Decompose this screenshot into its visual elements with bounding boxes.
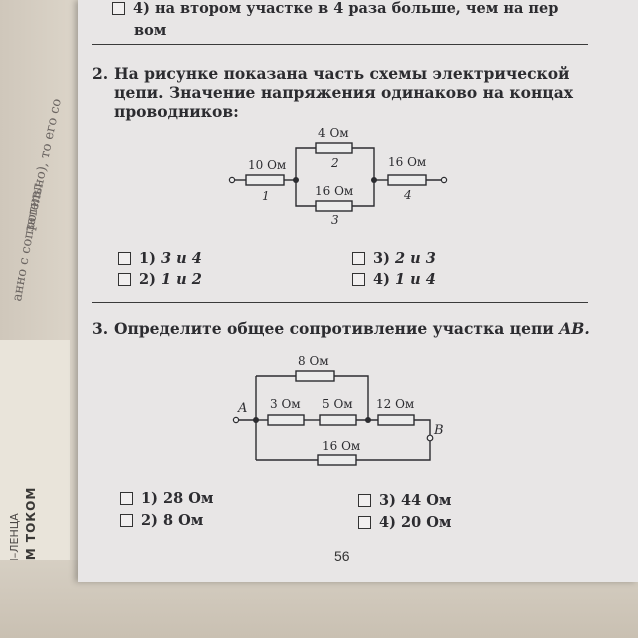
q2-r2-index: 2 (330, 156, 339, 170)
q3-node-b-label: B (433, 423, 444, 438)
checkbox[interactable] (358, 494, 371, 507)
q2-option-3[interactable]: 3) 2 и 3 (352, 250, 436, 267)
checkbox[interactable] (118, 273, 131, 286)
q2-r1-index: 1 (262, 189, 270, 203)
q3-top-label: 8 Ом (298, 354, 329, 368)
q3-resistor-mid-2 (319, 414, 357, 426)
q2-circuit-diagram: 10 Ом 1 4 Ом 2 16 Ом 3 16 Ом 4 (228, 126, 448, 227)
q3-node-mid (365, 417, 371, 423)
q2-line-2: цепи. Значение напряжения одинаково на к… (114, 83, 574, 102)
q3-terminal-b (426, 434, 434, 442)
q2-option-4[interactable]: 4) 1 и 4 (352, 271, 436, 288)
divider (92, 302, 588, 303)
q3-option-4[interactable]: 4) 20 Ом (358, 514, 451, 531)
q3-resistor-top (295, 370, 335, 382)
q3-resistor-bottom (317, 454, 357, 466)
q2-resistor-2 (315, 142, 353, 154)
q2-r3-index: 3 (331, 213, 339, 227)
q2-terminal-right (440, 176, 448, 184)
q2-r4-index: 4 (403, 188, 412, 202)
q2-node-left (293, 177, 299, 183)
q3-node-a-label: A (237, 401, 247, 416)
q2-number: 2. (92, 64, 109, 83)
q3-mid1-label: 3 Ом (270, 397, 301, 411)
workbook-page: 4) на втором участке в 4 раза больше, че… (78, 0, 638, 582)
q3-circuit-diagram: 8 Ом 3 Ом 5 Ом 12 Ом 16 Ом A B (232, 354, 444, 466)
q2-r1-label: 10 Ом (248, 158, 286, 172)
q3-mid2-label: 5 Ом (322, 397, 353, 411)
q2-resistor-4 (387, 174, 427, 186)
checkbox[interactable] (358, 516, 371, 529)
q3-number: 3. (92, 319, 109, 338)
q3-terminal-a (232, 416, 240, 424)
q3-node-a (253, 417, 259, 423)
checkbox[interactable] (352, 273, 365, 286)
spine-title: ЭМ ТОКОМ (24, 486, 38, 570)
q2-r3-label: 16 Ом (315, 184, 353, 198)
q2-line-3: проводников: (114, 102, 239, 121)
q3-text: Определите общее сопротивление участка ц… (114, 319, 590, 338)
q2-node-right (371, 177, 377, 183)
q2-resistor-3 (315, 200, 353, 212)
q2-resistor-1 (245, 174, 285, 186)
q2-option-1[interactable]: 1) 3 и 4 (118, 250, 202, 267)
q3-mid3-label: 12 Ом (376, 397, 414, 411)
q2-option-2[interactable]: 2) 1 и 2 (118, 271, 202, 288)
prev-option-4[interactable]: 4) на втором участке в 4 раза больше, че… (112, 0, 558, 17)
q2-terminal-left (228, 176, 236, 184)
q2-line-1: На рисунке показана часть схемы электрич… (114, 64, 570, 83)
q3-resistor-mid-1 (267, 414, 305, 426)
checkbox[interactable] (112, 2, 125, 15)
prev-option-4-cont: вом (134, 22, 167, 39)
checkbox[interactable] (120, 514, 133, 527)
q3-option-1[interactable]: 1) 28 Ом (120, 490, 213, 507)
checkbox[interactable] (118, 252, 131, 265)
divider (92, 44, 588, 45)
q3-resistor-mid-3 (377, 414, 415, 426)
checkbox[interactable] (352, 252, 365, 265)
q3-bottom-label: 16 Ом (322, 439, 360, 453)
background-book-spine (0, 340, 70, 590)
q2-r2-label: 4 Ом (318, 126, 349, 140)
q3-option-3[interactable]: 3) 44 Ом (358, 492, 451, 509)
page-number: 56 (334, 548, 350, 564)
checkbox[interactable] (120, 492, 133, 505)
q2-r4-label: 16 Ом (388, 155, 426, 169)
q3-option-2[interactable]: 2) 8 Ом (120, 512, 203, 529)
